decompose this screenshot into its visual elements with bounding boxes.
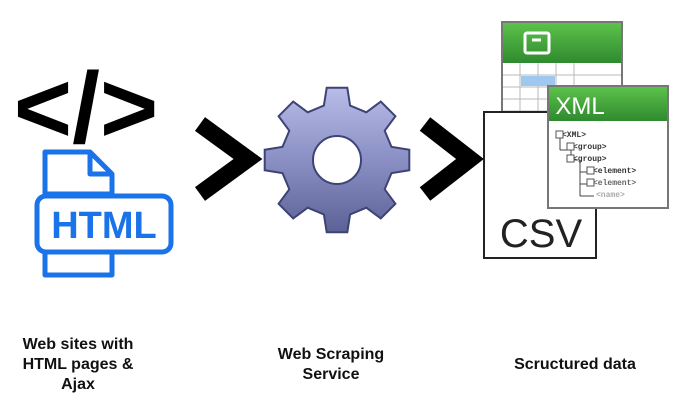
html-label: HTML (51, 205, 157, 247)
html-label-box (34, 193, 174, 255)
xml-tree-node: <XML> (562, 131, 586, 140)
code-symbol: </> (14, 52, 159, 164)
xml-tree-node: <name> (596, 191, 625, 200)
caption-line: Service (302, 366, 360, 383)
csv-label: CSV (500, 212, 583, 256)
xml-tree-node: <group> (573, 155, 607, 164)
document-icon (42, 149, 115, 197)
xml-label: XML (555, 93, 604, 120)
html-source-icon: </> HTML (14, 52, 174, 278)
caption-line: Ajax (61, 376, 95, 393)
arrow-right-icon (194, 117, 263, 201)
xml-file-icon: XML <XML> <group> <group> <element> <ele… (547, 85, 669, 209)
caption-line: HTML pages & (22, 356, 134, 373)
source-caption: Web sites with HTML pages & Ajax (8, 335, 148, 395)
xml-tree-node: <element> (593, 179, 636, 188)
arrow-right-icon (419, 117, 484, 201)
xml-tree-node: <element> (593, 167, 636, 176)
caption-line: Web sites with (22, 336, 134, 353)
gear-icon (263, 86, 411, 234)
structured-data-icons: CSV XML <XML> <group> <group> <element> (483, 21, 669, 259)
caption-line: Scructured data (514, 356, 636, 373)
caption-line: Web Scraping (277, 346, 385, 363)
output-caption: Scructured data (490, 355, 660, 375)
service-caption: Web Scraping Service (256, 345, 406, 385)
xml-tree-node: <group> (573, 143, 607, 152)
